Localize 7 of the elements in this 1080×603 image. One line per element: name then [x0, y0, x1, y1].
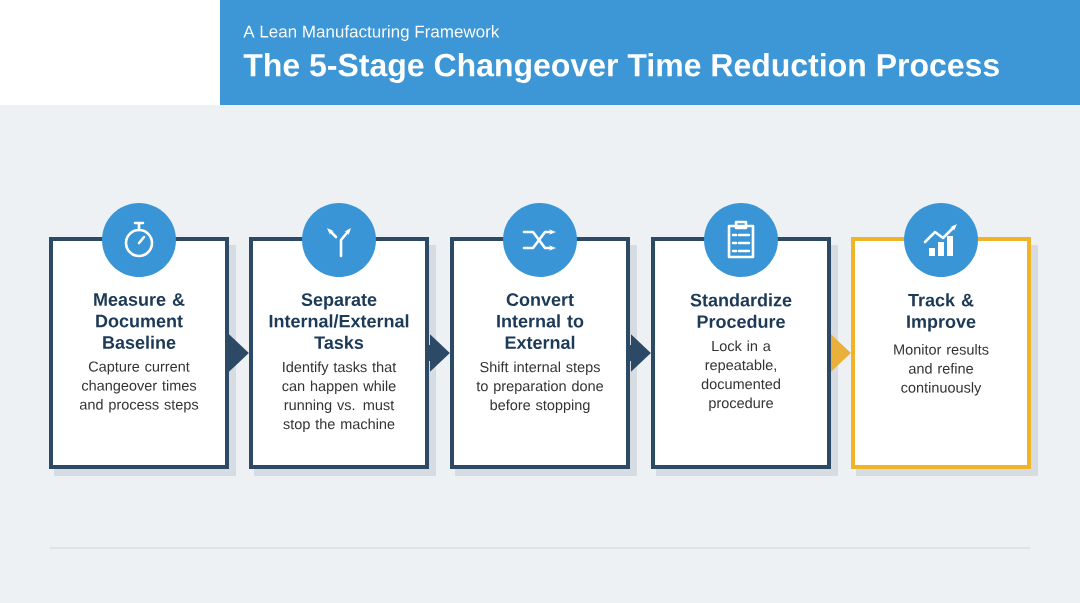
subtitle: A Lean Manufacturing Framework	[243, 25, 500, 41]
process-card: Measure & Document Baseline Capture current changeover times and process steps	[49, 237, 236, 476]
title: The 5-Stage Changeover Time Reduction Process	[243, 53, 999, 83]
process-card: Convert Internal to External Shift internal steps to preparation done before stopping	[450, 237, 637, 476]
process-card: Standardize Procedure Lock in a repeatable, documented procedure	[651, 237, 838, 476]
process-card: Separate Internal/External Tasks Identify tasks that can happen while running vs. must stop the machine	[249, 237, 436, 476]
process-card: Track & Improve Monitor results and refine continuously	[851, 237, 1038, 476]
